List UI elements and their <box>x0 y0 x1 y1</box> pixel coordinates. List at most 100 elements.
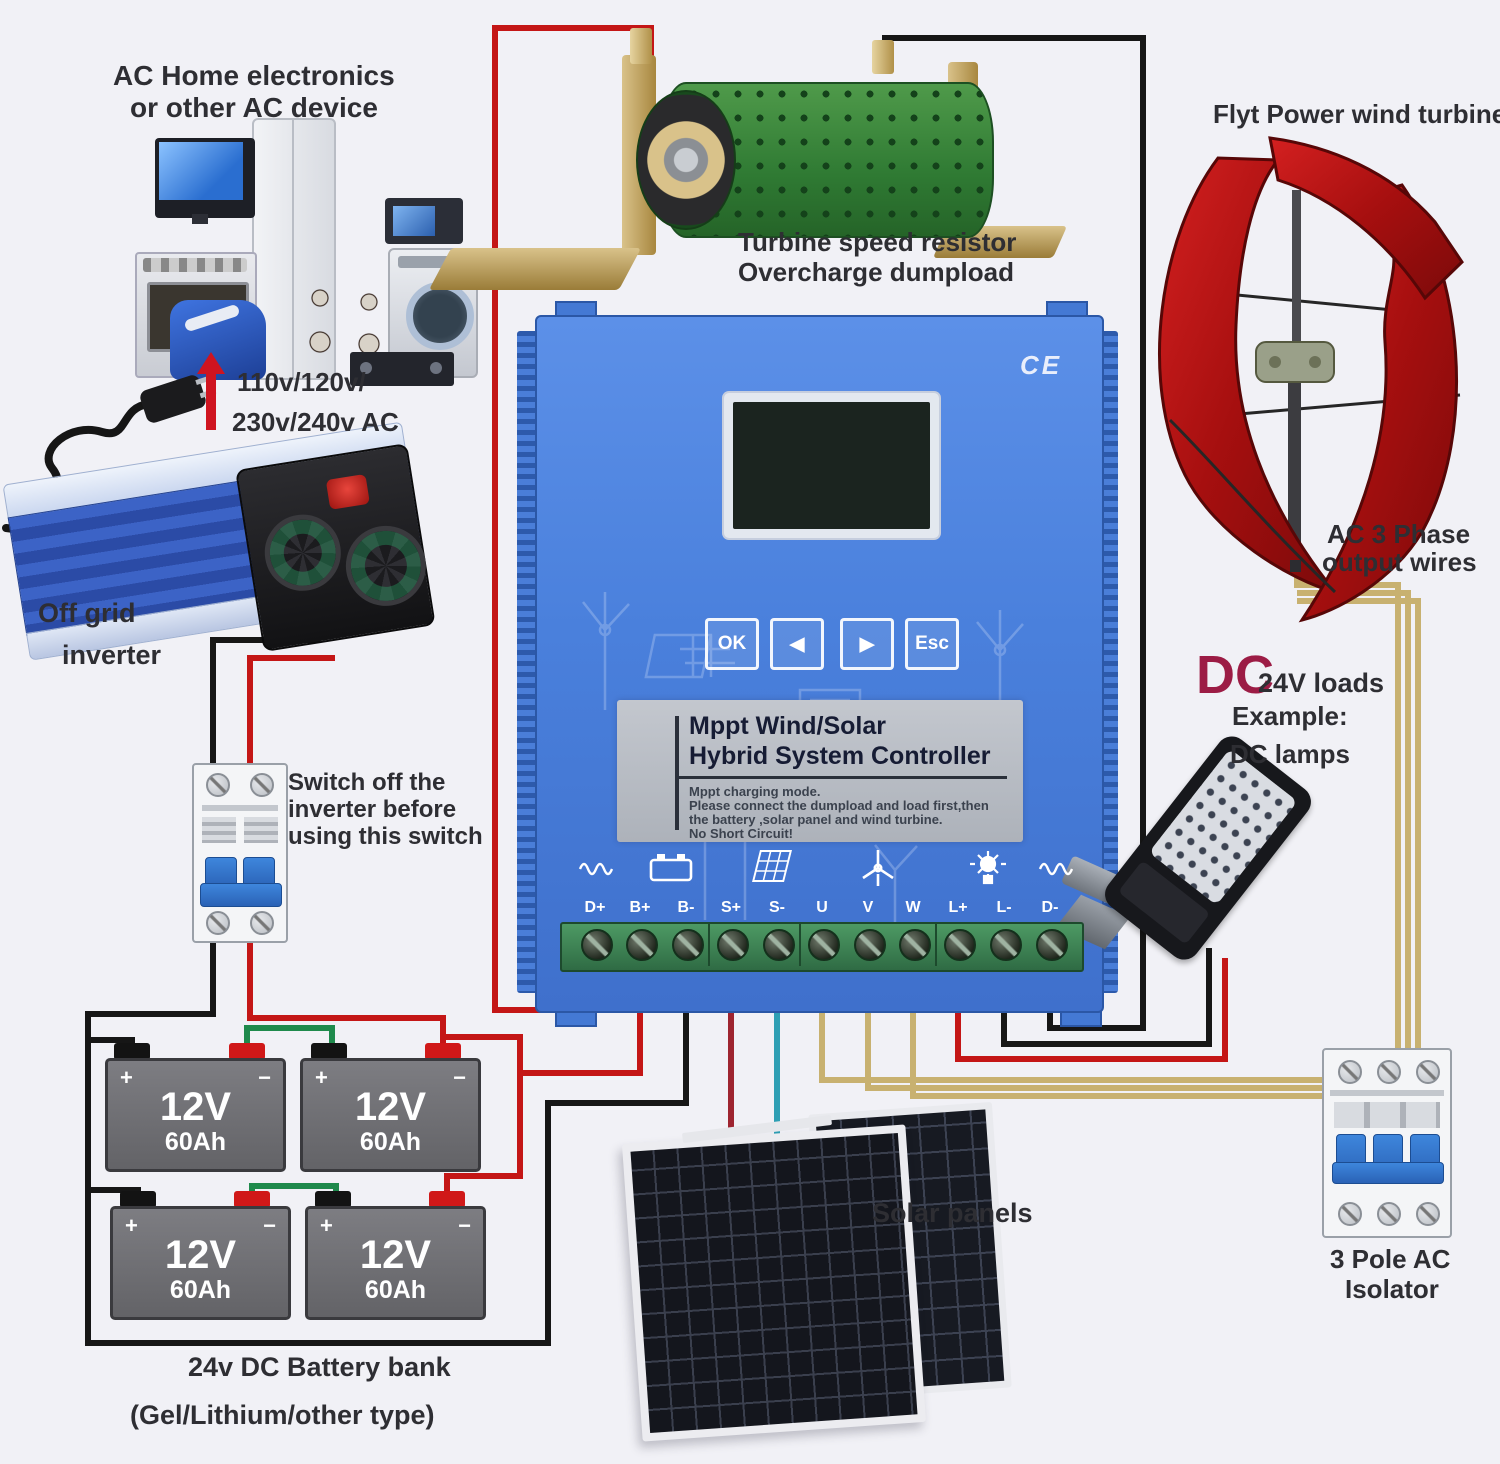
battery-neg-sign: − <box>258 1065 271 1090</box>
wire-segment <box>210 637 216 765</box>
title-underline <box>675 776 1007 779</box>
wire-segment <box>247 655 253 765</box>
wire-segment <box>1047 1025 1146 1031</box>
controller-label-plate: Mppt Wind/Solar Hybrid System Controller… <box>617 700 1023 842</box>
battery-capacity: 60Ah <box>169 1276 232 1304</box>
wire-segment <box>774 985 780 1137</box>
battery-voltage: 12V <box>159 1085 232 1129</box>
wire-segment <box>955 985 961 1062</box>
dc-lamps-label: DC lamps <box>1230 739 1350 769</box>
wire-segment <box>1001 985 1007 1047</box>
wire-segment <box>637 985 643 1076</box>
lcd-screen <box>733 402 930 529</box>
wire-segment <box>85 1011 216 1017</box>
wire-segment <box>910 985 916 1099</box>
wire-segment <box>728 985 734 1145</box>
dc-example-label: Example: <box>1232 701 1348 731</box>
battery-capacity: 60Ah <box>364 1276 427 1304</box>
controller-title-1: Mppt Wind/Solar <box>689 712 886 740</box>
wire-segment <box>440 1034 523 1040</box>
battery-capacity: 60Ah <box>164 1128 227 1156</box>
battery-terminal-red <box>229 1043 265 1060</box>
battery-neg-sign: − <box>458 1213 471 1238</box>
wire-segment <box>444 1173 450 1207</box>
ok-button: OK <box>705 618 759 670</box>
wire-segment <box>819 985 825 1083</box>
label-divider <box>675 716 679 830</box>
wire-segment <box>683 985 689 1106</box>
resistor-label-1: Turbine speed resistor <box>738 227 1017 257</box>
terminal-screw <box>626 929 658 961</box>
fan-icon <box>259 509 347 597</box>
ac-home-label-1: AC Home electronics <box>113 60 395 91</box>
resistor-icon <box>1038 862 1074 876</box>
terminal-label: D+ <box>584 899 606 916</box>
terminal-divider <box>799 924 801 966</box>
terminal-label: L+ <box>948 899 968 916</box>
wire-segment <box>1297 598 1421 604</box>
inverter-label-1: Off grid <box>38 598 136 628</box>
wire-segment <box>244 1025 250 1057</box>
battery-pos-sign: + <box>125 1213 138 1238</box>
terminal-screw <box>854 929 886 961</box>
inverter-terminal <box>325 473 370 510</box>
battery-terminal-black <box>315 1191 351 1208</box>
screw-icon <box>1338 1202 1362 1226</box>
wire-segment <box>1206 948 1212 1047</box>
battery-neg-sign: − <box>453 1065 466 1090</box>
wire-segment <box>545 1100 689 1106</box>
ac3phase-label-1: AC 3 Phase <box>1327 519 1471 549</box>
wire-segment <box>247 1015 446 1021</box>
battery-4: + − 12V 60Ah <box>305 1206 486 1320</box>
battery-voltage: 12V <box>164 1233 237 1277</box>
ac-voltage-label-1: 110v/120v/ <box>237 367 366 397</box>
ac-home-label-2: or other AC device <box>130 92 378 123</box>
isolator-label-1: 3 Pole AC <box>1330 1244 1451 1274</box>
tv-stand <box>192 214 208 224</box>
screw-icon <box>1416 1060 1440 1084</box>
solar-label: Solar panels <box>872 1198 1033 1228</box>
terminal-screw <box>1036 929 1068 961</box>
switch-note-2: inverter before <box>288 796 457 823</box>
inverter-end-panel <box>235 443 436 653</box>
terminal-label: D- <box>1041 899 1059 916</box>
solar-panel-front <box>621 1124 927 1442</box>
wire-segment <box>882 35 1146 41</box>
heatsink-fins-left <box>517 331 539 993</box>
ac-isolator <box>1322 1048 1452 1238</box>
wire-segment <box>1395 582 1401 1051</box>
wire-segment <box>244 1025 335 1031</box>
wire-segment <box>492 25 654 31</box>
screw-icon <box>1377 1060 1401 1084</box>
wind-turbine <box>1157 136 1464 623</box>
wire-segment <box>85 1011 91 1346</box>
wire-segment <box>85 1340 551 1346</box>
wire-segment <box>85 1187 141 1193</box>
screw-icon <box>250 911 274 935</box>
battery-neg-sign: − <box>263 1213 276 1238</box>
right-arrow-button: ▶ <box>840 618 894 670</box>
av-receiver <box>350 352 454 386</box>
wire-segment <box>249 1183 339 1189</box>
resistor-label-2: Overcharge dumpload <box>738 257 1014 287</box>
controller-title-2: Hybrid System Controller <box>689 742 991 770</box>
wire-segment <box>492 25 498 1013</box>
dc-switch <box>192 763 288 943</box>
speaker-left <box>298 268 342 386</box>
battery-1: + − 12V 60Ah <box>105 1058 286 1172</box>
wind-turbine-icon <box>862 850 894 886</box>
wire-segment <box>865 1085 1348 1091</box>
terminal-screw <box>717 929 749 961</box>
resistor-icon <box>578 862 614 876</box>
terminal-screw <box>944 929 976 961</box>
tv <box>155 138 255 218</box>
battery-pos-sign: + <box>315 1065 328 1090</box>
battery-pos-sign: + <box>320 1213 333 1238</box>
screw-icon <box>1416 1202 1440 1226</box>
battery-terminal-black <box>114 1043 150 1060</box>
dc-loads-label: 24V loads <box>1258 668 1385 698</box>
switch-note-3: using this switch <box>288 823 483 850</box>
microwave <box>385 198 463 244</box>
wire-segment <box>85 1037 135 1043</box>
screw-icon <box>250 773 274 797</box>
